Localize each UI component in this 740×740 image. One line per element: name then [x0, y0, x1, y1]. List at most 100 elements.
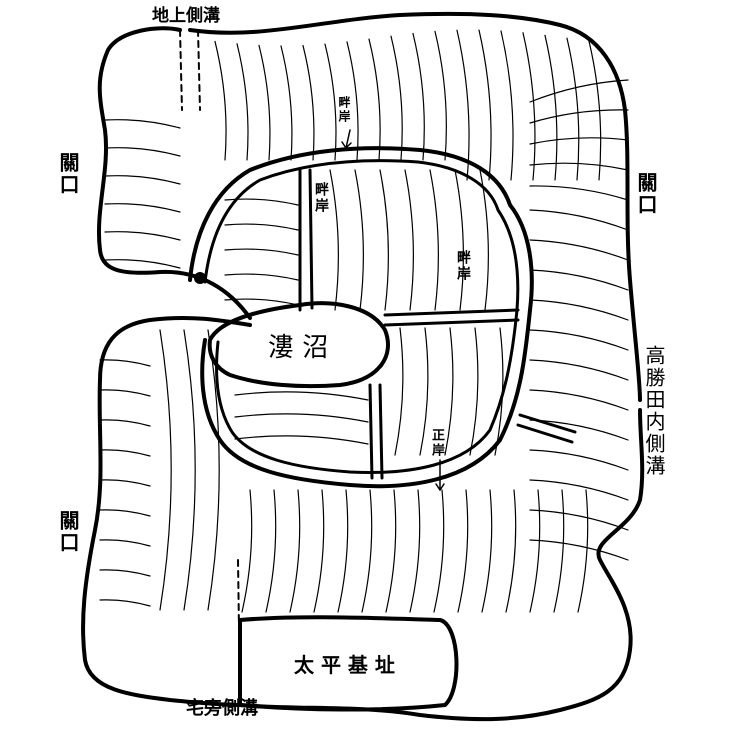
- field-boundary-line: [280, 45, 293, 161]
- field-boundary-line: [529, 185, 629, 201]
- field-boundary-line: [434, 30, 447, 161]
- field-boundary-line: [529, 509, 629, 531]
- field-boundary-line: [337, 489, 349, 613]
- field-boundary-line: [99, 509, 151, 517]
- foundation-boundary: [238, 615, 459, 712]
- field-boundary-line: [234, 413, 369, 423]
- field-boundary-line: [385, 489, 397, 613]
- field-boundary-line: [529, 209, 629, 231]
- right-connector: [516, 413, 577, 444]
- field-boundary-line: [99, 419, 151, 427]
- ridge-ditch-2: [383, 308, 520, 327]
- field-boundary-line: [478, 29, 492, 181]
- field-boundary-line: [159, 329, 172, 611]
- field-boundary-line: [481, 489, 493, 613]
- field-boundary-line: [265, 489, 277, 613]
- inner-ring-ditch-inner: [203, 159, 520, 474]
- label-top-ditch: 地上側溝: [152, 6, 220, 26]
- field-boundary-line: [529, 299, 629, 321]
- top-ditch-line: [179, 29, 201, 111]
- label-right-ditch: 高勝田内側溝: [642, 345, 666, 477]
- field-boundary-line: [529, 137, 629, 145]
- field-boundary-line: [379, 169, 389, 311]
- label-outlet-left-top: 關口: [56, 152, 80, 196]
- field-boundary-line: [104, 119, 181, 129]
- label-main-ridge: 正岸: [429, 428, 444, 458]
- ridge-ditch-3: [368, 383, 384, 480]
- field-boundary-line: [104, 231, 181, 241]
- label-foundation: 太 平 基 址: [294, 653, 395, 677]
- field-boundary-line: [104, 259, 181, 269]
- field-boundary-line: [104, 203, 181, 213]
- field-boundary-line: [302, 44, 315, 161]
- field-boundary-line: [224, 198, 299, 206]
- field-boundary-line: [479, 169, 489, 311]
- field-boundary-line: [444, 327, 454, 456]
- field-boundary-line: [241, 489, 253, 613]
- label-ridge-1: 畔岸: [337, 96, 351, 124]
- field-boundary-line: [224, 248, 299, 256]
- field-boundary-line: [99, 359, 151, 367]
- field-boundary-line: [566, 37, 580, 181]
- field-boundary-line: [529, 489, 541, 613]
- label-pond: 漊 沼: [268, 333, 329, 363]
- field-boundary-line: [429, 169, 439, 311]
- field-boundary-line: [412, 32, 425, 161]
- field-boundary-line: [99, 599, 151, 607]
- field-divisions: [99, 29, 629, 613]
- field-boundary-line: [224, 223, 299, 231]
- field-boundary-line: [500, 30, 514, 181]
- field-boundary-line: [529, 239, 629, 261]
- field-boundary-line: [529, 79, 629, 103]
- field-boundary-line: [104, 147, 181, 157]
- field-boundary-line: [553, 489, 565, 613]
- field-boundary-line: [289, 489, 301, 613]
- field-boundary-line: [419, 327, 429, 456]
- field-boundary-line: [99, 449, 151, 457]
- field-boundary-line: [529, 539, 629, 561]
- field-boundary-line: [409, 489, 421, 613]
- field-boundary-line: [207, 329, 220, 611]
- field-boundary-line: [346, 41, 359, 161]
- field-boundary-line: [456, 29, 470, 181]
- label-ridge-2: 畔岸: [313, 182, 329, 214]
- label-outlet-right: 關口: [634, 172, 658, 216]
- field-boundary-line: [313, 489, 325, 613]
- field-boundary-line: [324, 43, 337, 161]
- field-boundary-line: [354, 169, 364, 311]
- field-boundary-line: [99, 569, 151, 577]
- arrow-ridge-2: [435, 459, 445, 492]
- outer-boundary-top: [96, 11, 642, 402]
- field-boundary-line: [236, 43, 249, 161]
- field-boundary-line: [529, 162, 629, 171]
- field-boundary-line: [433, 489, 445, 613]
- label-outlet-left-bottom: 關口: [56, 510, 80, 554]
- pond-boundary: [207, 301, 390, 389]
- field-boundary-line: [99, 479, 151, 487]
- label-house-ditch: 宅旁側溝: [186, 698, 258, 719]
- field-boundary-line: [390, 35, 403, 161]
- field-boundary-line: [214, 40, 227, 161]
- field-boundary-line: [577, 489, 589, 613]
- field-boundary-line: [529, 389, 629, 411]
- field-boundary-line: [329, 169, 339, 311]
- field-boundary-line: [234, 435, 369, 445]
- arrow-ridge-1: [341, 129, 352, 150]
- field-boundary-line: [529, 269, 629, 291]
- ditch-gate-marker: [194, 272, 206, 284]
- field-boundary-line: [104, 175, 181, 185]
- field-boundary-line: [457, 489, 469, 613]
- inner-ring-ditch-outer: [188, 146, 534, 489]
- field-boundary-line: [224, 298, 299, 306]
- field-boundary-line: [361, 489, 373, 613]
- field-boundary-line: [529, 359, 629, 381]
- field-boundary-line: [529, 479, 629, 501]
- field-boundary-line: [394, 327, 404, 456]
- field-boundary-line: [505, 489, 517, 613]
- field-boundary-line: [494, 327, 504, 456]
- field-boundary-line: [529, 449, 629, 471]
- field-boundary-line: [258, 44, 271, 161]
- field-boundary-line: [99, 389, 151, 397]
- field-boundary-line: [529, 109, 629, 124]
- field-boundary-line: [454, 169, 464, 311]
